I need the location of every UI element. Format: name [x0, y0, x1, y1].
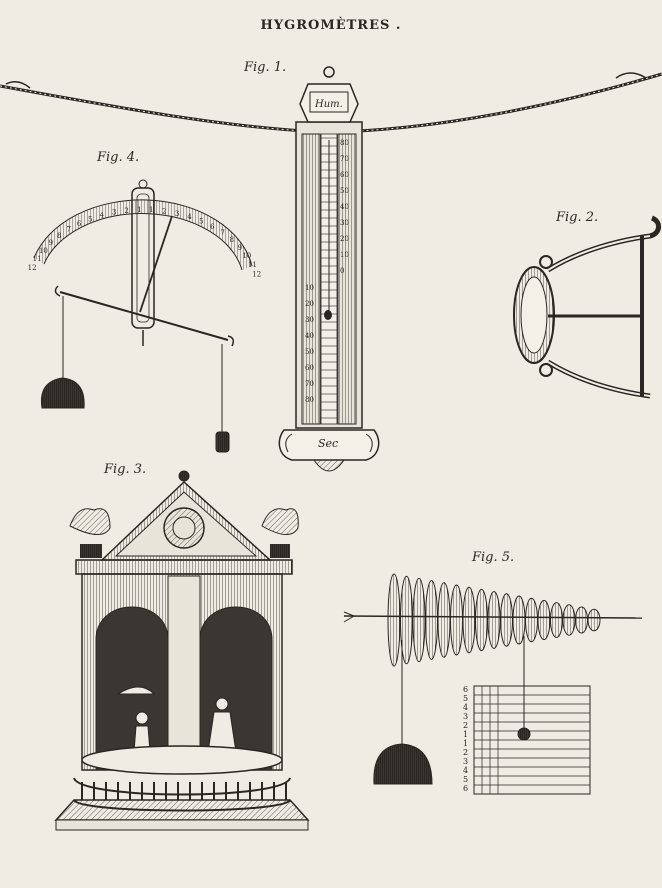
fig4-dial-number: 8 — [230, 236, 234, 244]
fig4-dial-number: 8 — [57, 232, 61, 240]
fig5-label: Fig. 5. — [472, 550, 515, 565]
fig4-dial-number: 4 — [187, 213, 192, 221]
fig4-dial-number: 5 — [199, 218, 203, 226]
fig5-scale-number: 2 — [463, 748, 468, 757]
fig1-sec-plate: Sec — [318, 437, 338, 450]
fig3-label: Fig. 3. — [104, 462, 147, 477]
fig5-scale-number: 6 — [463, 685, 468, 694]
fig1-scale-number: 40 — [340, 203, 349, 211]
fig4-dial-number: 4 — [100, 212, 105, 220]
fig5-scale-number: 1 — [463, 730, 468, 739]
fig1-scale-number: 50 — [305, 348, 314, 356]
fig1-hygrometer: 80 70 60 50 40 30 20 10 0 10 20 30 40 50 60 70 80 — [278, 66, 380, 472]
fig4-dial-number: 6 — [77, 220, 82, 228]
fig5-scale-number: 3 — [463, 712, 468, 721]
fig2-label: Fig. 2. — [556, 210, 599, 225]
plate-title: HYGROMÈTRES . — [260, 18, 402, 33]
fig4-dial-number: 12 — [252, 270, 261, 278]
fig4-dial-number: 1 — [149, 206, 153, 214]
fig1-scale-number: 10 — [340, 251, 349, 259]
fig4-dial-number: 7 — [66, 226, 70, 234]
fig4-dial-number: 12 — [28, 264, 37, 272]
fig1-scale-number: 70 — [305, 380, 314, 388]
fig4-dial-number: 5 — [88, 215, 92, 223]
fig4-dial-number: 3 — [112, 209, 116, 217]
fig1-hum-plate: Hum. — [314, 99, 343, 110]
fig4-dial-number: 3 — [175, 210, 179, 218]
fig1-label: Fig. 1. — [244, 60, 287, 75]
fig1-scale-number: 10 — [305, 284, 314, 292]
fig1-scale-number: 30 — [340, 219, 349, 227]
fig1-scale-number: 20 — [340, 235, 349, 243]
fig4-dial-number: 11 — [33, 255, 42, 263]
fig4-dial-number: 9 — [49, 239, 53, 247]
fig5-scale-number: 5 — [463, 694, 468, 703]
fig4-dial-number: 10 — [242, 252, 251, 260]
fig1-scale-number: 30 — [305, 316, 314, 324]
fig5-scale-number: 1 — [463, 739, 468, 748]
fig2-lyre-hygrometer — [513, 215, 661, 399]
fig4-dial-number: 2 — [124, 207, 128, 215]
fig1-scale-number: 80 — [305, 396, 314, 404]
fig5-scale-number: 4 — [463, 703, 468, 712]
fig5-scale-number: 6 — [463, 784, 468, 793]
fig5-scale-number: 5 — [463, 775, 468, 784]
fig4-dial-number: 11 — [248, 261, 257, 269]
fig1-scale-number: 40 — [305, 332, 314, 340]
fig5-scale-number: 4 — [463, 766, 468, 775]
fig4-dial-number: 10 — [39, 247, 48, 255]
fig1-scale-number: 60 — [305, 364, 314, 372]
fig1-scale-number: 70 — [340, 155, 349, 163]
fig1-scale-number: 80 — [340, 139, 349, 147]
fig4-dial-number: 6 — [210, 223, 215, 231]
fig1-scale-number: 50 — [340, 187, 349, 195]
fig5-scale-number: 3 — [463, 757, 468, 766]
fig5-scale-number: 2 — [463, 721, 468, 730]
fig4-dial-number: 9 — [238, 244, 242, 252]
fig4-dial-number: 7 — [220, 229, 224, 237]
fig1-scale-number: 20 — [305, 300, 314, 308]
fig1-scale-number: 60 — [340, 171, 349, 179]
fig1-scale-number: 0 — [340, 267, 344, 275]
fig3-weather-house — [54, 470, 310, 831]
fig4-label: Fig. 4. — [97, 150, 140, 165]
fig4-dial-number: 2 — [162, 207, 166, 215]
fig4-dial-number: 1 — [137, 206, 141, 214]
